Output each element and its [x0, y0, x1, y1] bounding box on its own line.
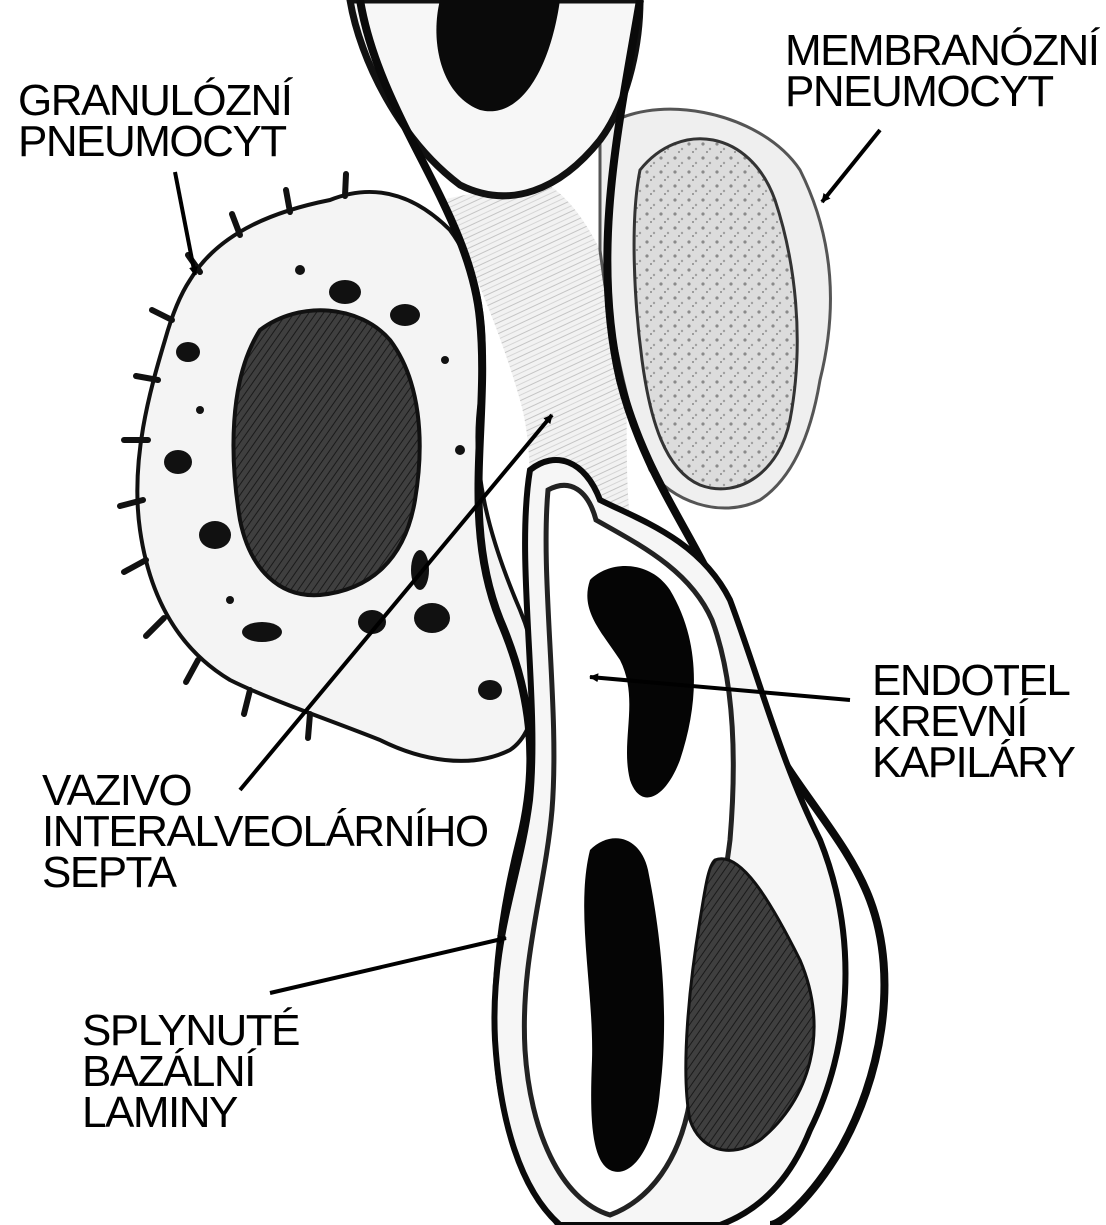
- label-membranous-line2: PNEUMOCYT: [785, 71, 1099, 112]
- label-endothelium-line2: KREVNÍ: [872, 701, 1074, 742]
- arrow-basal-laminae: [270, 938, 506, 993]
- label-endothelium-line1: ENDOTEL: [872, 660, 1074, 701]
- label-membranous-line1: MEMBRANÓZNÍ: [785, 30, 1099, 71]
- label-septum-line1: VAZIVO: [42, 770, 488, 811]
- arrow-granular-pneumocyte: [175, 172, 195, 275]
- membranous-pneumocyte-nucleus: [634, 139, 797, 489]
- label-laminae-line3: LAMINY: [82, 1092, 299, 1133]
- label-granular-line1: GRANULÓZNÍ: [18, 80, 291, 121]
- label-endothelium-line3: KAPILÁRY: [872, 742, 1074, 783]
- label-laminae-line2: BAZÁLNÍ: [82, 1051, 299, 1092]
- arrow-membranous-pneumocyte: [822, 130, 880, 202]
- label-granular-pneumocyte: GRANULÓZNÍ PNEUMOCYT: [18, 80, 291, 162]
- label-endothelium: ENDOTEL KREVNÍ KAPILÁRY: [872, 660, 1074, 783]
- granular-pneumocyte-nucleus: [233, 310, 419, 595]
- label-basal-laminae: SPLYNUTÉ BAZÁLNÍ LAMINY: [82, 1010, 299, 1133]
- label-membranous-pneumocyte: MEMBRANÓZNÍ PNEUMOCYT: [785, 30, 1099, 112]
- label-granular-line2: PNEUMOCYT: [18, 121, 291, 162]
- label-laminae-line1: SPLYNUTÉ: [82, 1010, 299, 1051]
- label-septum-line2: INTERALVEOLÁRNÍHO: [42, 811, 488, 852]
- label-septum-line3: SEPTA: [42, 852, 488, 893]
- label-septum: VAZIVO INTERALVEOLÁRNÍHO SEPTA: [42, 770, 488, 893]
